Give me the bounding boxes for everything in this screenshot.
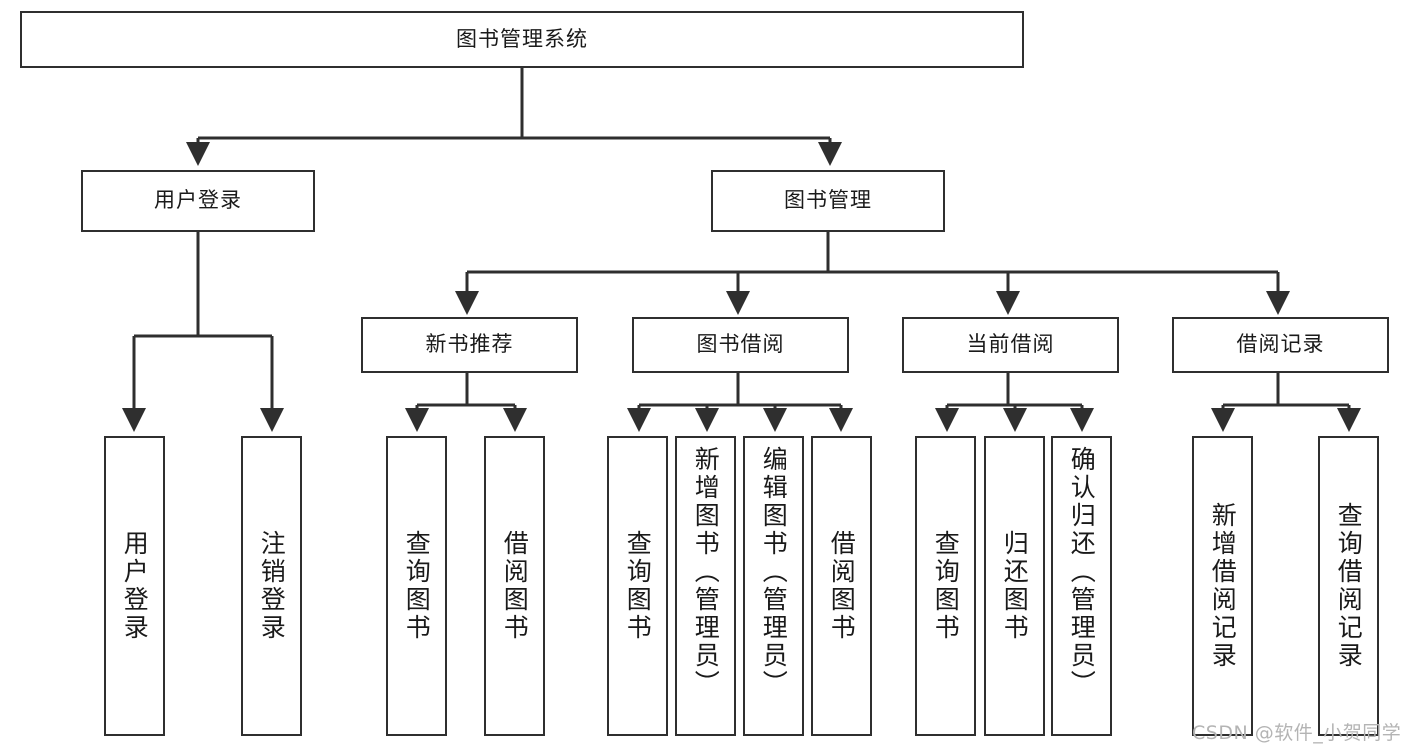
node-leaf-borrow-book-1-label: 借阅图书	[500, 530, 530, 642]
node-leaf-borrow-book-1[interactable]: 借阅图书	[484, 436, 545, 736]
node-leaf-edit-book[interactable]: 编辑图书（管理员）	[743, 436, 804, 736]
node-leaf-edit-book-label: 编辑图书（管理员）	[759, 446, 789, 698]
node-new-book-recommend[interactable]: 新书推荐	[361, 317, 578, 373]
node-leaf-query-book-2[interactable]: 查询图书	[607, 436, 668, 736]
node-leaf-query-book-1[interactable]: 查询图书	[386, 436, 447, 736]
node-leaf-query-book-2-label: 查询图书	[623, 530, 653, 642]
node-current-borrow[interactable]: 当前借阅	[902, 317, 1119, 373]
node-leaf-user-logout-label: 注销登录	[257, 530, 287, 642]
node-leaf-add-borrow-record[interactable]: 新增借阅记录	[1192, 436, 1253, 736]
node-leaf-add-book-label: 新增图书（管理员）	[691, 446, 721, 698]
node-leaf-user-login[interactable]: 用户登录	[104, 436, 165, 736]
node-leaf-borrow-book-2[interactable]: 借阅图书	[811, 436, 872, 736]
node-root[interactable]: 图书管理系统	[20, 11, 1024, 68]
node-leaf-add-book[interactable]: 新增图书（管理员）	[675, 436, 736, 736]
node-leaf-query-book-1-label: 查询图书	[402, 530, 432, 642]
node-borrow-record[interactable]: 借阅记录	[1172, 317, 1389, 373]
node-book-borrow-label: 图书借阅	[696, 332, 785, 357]
node-leaf-return-book-label: 归还图书	[1000, 530, 1030, 642]
node-book-borrow[interactable]: 图书借阅	[632, 317, 849, 373]
csdn-watermark: CSDN @软件_小贺同学	[1192, 722, 1402, 744]
node-book-manage-label: 图书管理	[784, 188, 872, 213]
node-leaf-borrow-book-2-label: 借阅图书	[827, 530, 857, 642]
node-leaf-confirm-return-label: 确认归还（管理员）	[1067, 446, 1097, 698]
node-leaf-query-borrow-record[interactable]: 查询借阅记录	[1318, 436, 1379, 736]
node-leaf-return-book[interactable]: 归还图书	[984, 436, 1045, 736]
node-leaf-query-book-3-label: 查询图书	[931, 530, 961, 642]
node-leaf-user-login-label: 用户登录	[120, 530, 150, 642]
node-leaf-confirm-return[interactable]: 确认归还（管理员）	[1051, 436, 1112, 736]
node-leaf-add-borrow-record-label: 新增借阅记录	[1208, 502, 1238, 670]
node-book-manage[interactable]: 图书管理	[711, 170, 945, 232]
node-leaf-query-book-3[interactable]: 查询图书	[915, 436, 976, 736]
node-user-login-label: 用户登录	[154, 188, 242, 213]
node-current-borrow-label: 当前借阅	[966, 332, 1055, 357]
node-root-label: 图书管理系统	[456, 26, 588, 51]
node-user-login[interactable]: 用户登录	[81, 170, 315, 232]
node-leaf-query-borrow-record-label: 查询借阅记录	[1334, 502, 1364, 670]
node-new-book-recommend-label: 新书推荐	[425, 332, 514, 357]
node-borrow-record-label: 借阅记录	[1236, 332, 1325, 357]
node-leaf-user-logout[interactable]: 注销登录	[241, 436, 302, 736]
